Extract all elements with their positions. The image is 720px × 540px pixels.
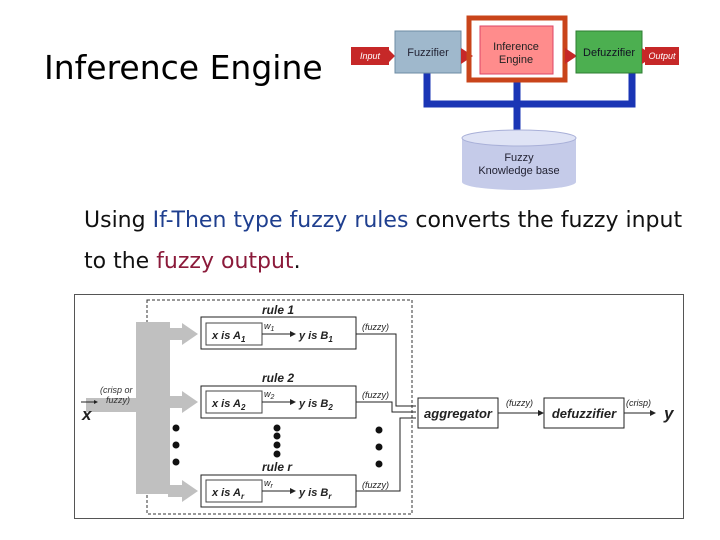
rules-diagram-frame — [74, 294, 684, 519]
inference-label-line1: Inference — [493, 41, 539, 53]
fuzzy-rules-diagram: x (crisp or fuzzy) rule 1 x is A1 w1 y i… — [81, 299, 675, 515]
weight-label: w1 — [264, 321, 275, 333]
aggregator-connectors — [356, 333, 416, 492]
rule-output-tag: (fuzzy) — [362, 480, 389, 490]
caption-highlight-rules: If-Then type fuzzy rules — [152, 208, 409, 233]
output-tag-label: Output — [648, 51, 676, 61]
rule-link-arrow-icon — [290, 331, 296, 337]
fuzzifier-box — [394, 30, 462, 74]
kb-label-line2: Knowledge base — [478, 165, 559, 177]
knowledge-base-cylinder — [461, 129, 577, 190]
caption: Using If-Then type fuzzy rules converts … — [84, 200, 684, 282]
aggregator-label: aggregator — [424, 406, 493, 421]
page-title: Inference Engine — [44, 48, 323, 87]
caption-highlight-output: fuzzy output — [156, 249, 294, 274]
rule-output-tag: (fuzzy) — [362, 390, 389, 400]
input-x-symbol: x — [81, 405, 93, 424]
input-tag-label: Input — [360, 51, 381, 61]
kb-label-line1: Fuzzy — [504, 152, 534, 164]
rule-2: rule 2 x is A2 w2 y is B2 (fuzzy) — [200, 371, 389, 419]
rule-1: rule 1 x is A1 w1 y is B1 (fuzzy) — [200, 303, 389, 350]
defuzzifier-label: Defuzzifier — [583, 47, 635, 59]
caption-text-2: converts the fuzzy input to the — [84, 208, 683, 274]
defuzzifier-label-2: defuzzifier — [552, 406, 617, 421]
weight-label: w2 — [264, 389, 275, 401]
fuzzy-system-pipeline: Input Fuzzifier Inference Engine Defuzzi… — [351, 15, 679, 190]
input-arrow-icon — [389, 50, 395, 62]
rule-title: rule r — [262, 460, 293, 474]
inference-engine-box — [479, 25, 554, 75]
rule-link-arrow-icon — [290, 399, 296, 405]
inference-label-line2: Engine — [499, 54, 533, 66]
consequent-text: y is Br — [298, 487, 332, 501]
input-note-line2: fuzzy) — [106, 395, 130, 405]
feedback-connector — [423, 72, 636, 108]
antecedent-text: x is Ar — [211, 487, 245, 501]
input-note-line1: (crisp or — [100, 385, 134, 395]
weight-label: wr — [264, 478, 274, 490]
input-tag — [351, 47, 389, 65]
fuzzifier-label: Fuzzifier — [407, 47, 449, 59]
agg-to-defuzz-arrow-icon — [538, 410, 544, 416]
caption-text-1: Using — [84, 208, 153, 233]
output-y-symbol: y — [663, 404, 675, 423]
defuzzifier-box-2 — [543, 397, 625, 429]
antecedent-text: x is A1 — [211, 330, 246, 344]
rule-output-tag: (fuzzy) — [362, 322, 389, 332]
rule-title: rule 1 — [262, 303, 294, 317]
output-tag — [645, 47, 679, 65]
rule-ellipsis-dots — [172, 424, 383, 468]
defuzz-to-output-arrow-icon — [650, 410, 656, 416]
defuzzifier-output-tag: (crisp) — [626, 398, 651, 408]
aggregator-output-tag: (fuzzy) — [506, 398, 533, 408]
consequent-text: y is B1 — [298, 330, 333, 344]
consequent-text: y is B2 — [298, 398, 333, 412]
rule-r: rule r x is Ar wr y is Br (fuzzy) — [200, 460, 389, 508]
caption-text-3: . — [293, 249, 301, 274]
aggregator-box — [417, 397, 499, 429]
input-bus — [86, 322, 198, 502]
rule-title: rule 2 — [262, 371, 294, 385]
rule-link-arrow-icon — [290, 488, 296, 494]
inference-arrow-icon — [565, 48, 577, 64]
input-vector-head-icon — [94, 400, 98, 404]
rule-box — [200, 316, 357, 350]
antecedent-text: x is A2 — [211, 398, 246, 412]
